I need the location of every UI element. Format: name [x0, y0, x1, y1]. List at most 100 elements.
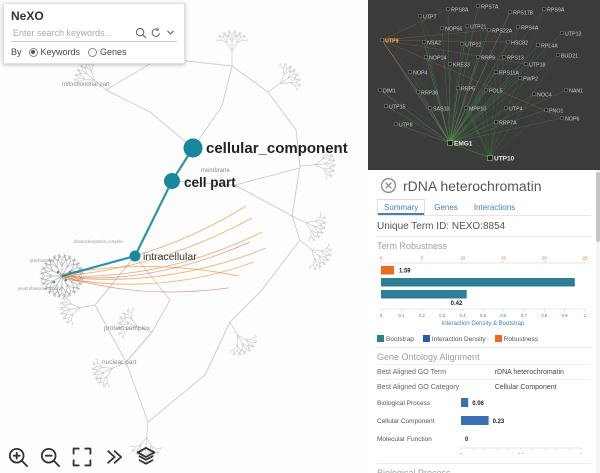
- gene-label-RPL4A[interactable]: RPL4A: [541, 43, 558, 49]
- gene-label-UTP7[interactable]: UTP7: [423, 14, 437, 20]
- gene-network-canvas[interactable]: UTP7 RPS8A RPS7A RPS17B RPS9A NOP56 UTP21RPS22…: [368, 0, 600, 170]
- gene-node-UTP7[interactable]: [418, 14, 422, 18]
- gene-node-BUD21[interactable]: [556, 53, 560, 57]
- tree-node-cell-part[interactable]: [164, 173, 180, 189]
- gene-node-SAS10[interactable]: [428, 106, 432, 110]
- gene-node-UTP10[interactable]: [487, 155, 493, 161]
- gene-node-NSA2[interactable]: [422, 40, 426, 44]
- gene-node-UTP15[interactable]: [384, 104, 388, 108]
- gene-node-NOC4[interactable]: [532, 92, 536, 96]
- gene-node-PNO1[interactable]: [544, 108, 548, 112]
- gene-label-RPS9A[interactable]: RPS9A: [547, 7, 565, 13]
- gene-label-RRP7A[interactable]: RRP7A: [499, 120, 517, 126]
- gene-label-HSC82[interactable]: HSC82: [511, 40, 528, 46]
- gene-node-UTP9[interactable]: [380, 38, 384, 42]
- gene-label-UTP22[interactable]: UTP22: [465, 42, 482, 48]
- gene-node-UTP4[interactable]: [504, 106, 508, 110]
- gene-label-RPS8A[interactable]: RPS8A: [451, 7, 469, 13]
- gene-node-RPS22A[interactable]: [487, 28, 491, 32]
- gene-node-NOP56[interactable]: [440, 26, 444, 30]
- tab-genes[interactable]: Genes: [434, 203, 458, 212]
- gene-node-RRP7A[interactable]: [494, 120, 498, 124]
- gene-node-RPS11A[interactable]: [494, 70, 498, 74]
- gene-node-RPS8A[interactable]: [446, 7, 450, 11]
- gene-label-UTP10[interactable]: UTP10: [494, 155, 515, 162]
- gene-label-PWP2[interactable]: PWP2: [523, 76, 538, 82]
- gene-label-NAN1[interactable]: NAN1: [569, 88, 583, 94]
- fit-screen-button[interactable]: [70, 445, 94, 469]
- gene-label-DIM1[interactable]: DIM1: [383, 88, 396, 94]
- detail-scrollbar[interactable]: [596, 170, 600, 473]
- gene-label-NOP14[interactable]: NOP14: [429, 55, 446, 61]
- gene-node-RPS17B[interactable]: [508, 10, 512, 14]
- gene-label-RPS11A[interactable]: RPS11A: [499, 70, 519, 76]
- gene-node-NOP4[interactable]: [408, 70, 412, 74]
- gene-label-RRP5[interactable]: RRP5: [461, 86, 475, 92]
- gene-node-RRP5[interactable]: [456, 86, 460, 90]
- tab-interactions[interactable]: Interactions: [473, 203, 516, 212]
- gene-label-RPS13[interactable]: RPS13: [507, 55, 524, 61]
- gene-node-HSC82[interactable]: [506, 40, 510, 44]
- gene-label-RPS7A[interactable]: RPS7A: [481, 4, 499, 10]
- search-input[interactable]: [11, 27, 132, 39]
- gene-node-UTP18[interactable]: [524, 62, 528, 66]
- radio-genes[interactable]: Genes: [88, 47, 127, 57]
- gene-label-EMG1[interactable]: EMG1: [454, 140, 473, 147]
- gene-label-RRP36[interactable]: RRP36: [421, 90, 438, 96]
- gene-label-NOP6[interactable]: NOP6: [565, 116, 579, 122]
- gene-label-NSA2[interactable]: NSA2: [427, 40, 441, 46]
- gene-node-RRP36[interactable]: [416, 90, 420, 94]
- layers-button[interactable]: [134, 445, 158, 469]
- scrollbar-thumb[interactable]: [596, 172, 600, 242]
- forward-button[interactable]: [102, 445, 126, 469]
- gene-node-NAN1[interactable]: [564, 88, 568, 92]
- close-icon[interactable]: [380, 177, 397, 194]
- tree-node-intracellular[interactable]: [129, 250, 141, 262]
- gene-node-NOP14[interactable]: [424, 55, 428, 59]
- gene-node-PWP2[interactable]: [518, 76, 522, 80]
- gene-node-UTP22[interactable]: [460, 42, 464, 46]
- gene-node-RPS9A[interactable]: [542, 7, 546, 11]
- gene-node-POL5[interactable]: [484, 88, 488, 92]
- gene-label-MPP10[interactable]: MPP10: [469, 106, 486, 112]
- gene-node-UTP21[interactable]: [465, 24, 469, 28]
- zoom-out-button[interactable]: [38, 445, 62, 469]
- gene-label-POL5[interactable]: POL5: [489, 88, 503, 94]
- gene-node-RPS4A[interactable]: [516, 25, 520, 29]
- gene-node-RRP9[interactable]: [476, 55, 480, 59]
- gene-node-RPS13[interactable]: [502, 55, 506, 59]
- chevron-down-icon[interactable]: [165, 27, 177, 39]
- gene-node-EMG1[interactable]: [447, 140, 453, 146]
- gene-label-BUD21[interactable]: BUD21: [561, 53, 578, 59]
- gene-label-UTP4[interactable]: UTP4: [509, 106, 523, 112]
- gene-label-UTP8[interactable]: UTP8: [399, 122, 413, 128]
- tree-node-cellular-component[interactable]: [183, 138, 203, 158]
- tab-summary[interactable]: Summary: [377, 199, 426, 215]
- gene-node-RPL4A[interactable]: [536, 43, 540, 47]
- gene-label-UTP21[interactable]: UTP21: [470, 24, 487, 30]
- gene-label-RRP9[interactable]: RRP9: [481, 55, 495, 61]
- gene-node-KRE33[interactable]: [448, 62, 452, 66]
- gene-label-RPS22A[interactable]: RPS22A: [492, 28, 513, 34]
- gene-node-UTP8[interactable]: [394, 122, 398, 126]
- gene-node-MPP10[interactable]: [464, 106, 468, 110]
- radio-keywords[interactable]: Keywords: [28, 47, 80, 57]
- search-icon[interactable]: [135, 27, 147, 39]
- gene-label-NOP4[interactable]: NOP4: [413, 70, 427, 76]
- gene-label-UTP13[interactable]: UTP13: [565, 31, 582, 37]
- zoom-in-button[interactable]: [6, 445, 30, 469]
- gene-label-NOP56[interactable]: NOP56: [445, 26, 462, 32]
- gene-label-RPS4A[interactable]: RPS4A: [521, 25, 539, 31]
- gene-node-DIM1[interactable]: [378, 88, 382, 92]
- gene-label-UTP15[interactable]: UTP15: [389, 104, 406, 110]
- gene-label-UTP18[interactable]: UTP18: [529, 62, 546, 68]
- gene-label-KRE33[interactable]: KRE33: [453, 62, 470, 68]
- gene-node-RPS7A[interactable]: [476, 4, 480, 8]
- gene-label-PNO1[interactable]: PNO1: [549, 108, 563, 114]
- gene-label-RPS17B[interactable]: RPS17B: [513, 10, 534, 16]
- gene-label-UTP9[interactable]: UTP9: [385, 38, 399, 44]
- gene-node-NOP6[interactable]: [560, 116, 564, 120]
